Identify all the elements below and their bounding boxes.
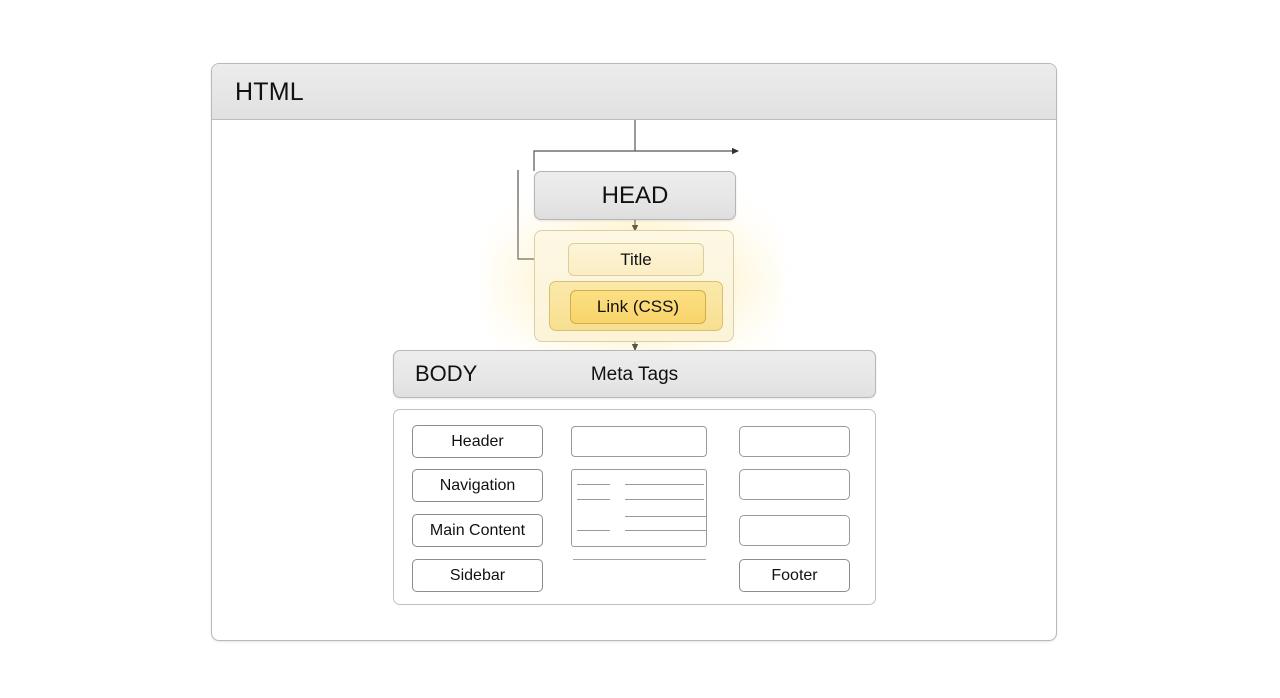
tile-right-empty-1[interactable]: [739, 426, 850, 457]
content-line-long-2: [625, 499, 704, 500]
node-link-css[interactable]: Link (CSS): [570, 290, 706, 324]
tile-middle-content-lines[interactable]: [571, 469, 707, 547]
node-title[interactable]: Title: [568, 243, 704, 276]
node-body[interactable]: BODY Meta Tags: [393, 350, 876, 398]
content-line-long-1: [625, 484, 704, 485]
html-header-bar: HTML: [212, 64, 1056, 120]
content-line-long-4: [625, 530, 706, 531]
html-title-label: HTML: [235, 78, 304, 106]
head-children-group: Title Link (CSS): [534, 230, 734, 342]
tile-main-content[interactable]: Main Content: [412, 514, 543, 547]
tile-header[interactable]: Header: [412, 425, 543, 458]
content-line-short-1: [577, 484, 610, 485]
content-line-short-3: [577, 530, 610, 531]
body-layout-panel: Header Navigation Main Content Sidebar F…: [393, 409, 876, 605]
node-head-label: HEAD: [601, 181, 669, 209]
tile-middle-empty-top[interactable]: [571, 426, 707, 457]
node-meta-tags-label: Meta Tags: [590, 364, 679, 385]
content-divider-line: [573, 559, 706, 560]
node-title-label: Title: [620, 249, 652, 269]
tile-navigation[interactable]: Navigation: [412, 469, 543, 502]
node-link-highlight-wrap: Link (CSS): [549, 281, 723, 331]
node-head[interactable]: HEAD: [534, 171, 736, 220]
tile-right-empty-3[interactable]: [739, 515, 850, 546]
tile-sidebar[interactable]: Sidebar: [412, 559, 543, 592]
tile-footer[interactable]: Footer: [739, 559, 850, 592]
node-body-label: BODY: [415, 361, 478, 386]
content-line-short-2: [577, 499, 610, 500]
tile-right-empty-2[interactable]: [739, 469, 850, 500]
content-line-long-3: [625, 516, 706, 517]
node-link-css-label: Link (CSS): [596, 297, 680, 316]
